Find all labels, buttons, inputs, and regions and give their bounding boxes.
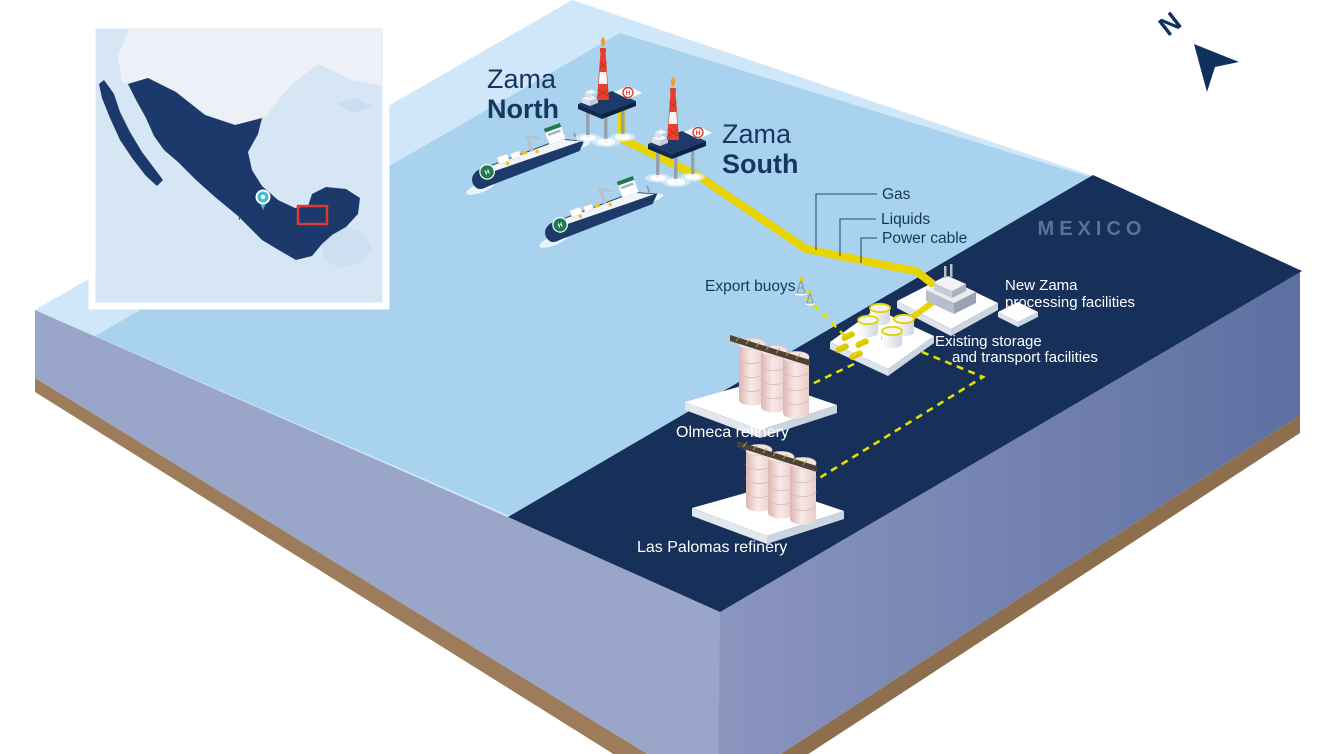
map-baja-peninsula — [99, 80, 163, 186]
map-cuba — [336, 98, 372, 113]
processing-facility-icon — [926, 264, 976, 314]
block-side-right — [718, 272, 1300, 754]
block-sides — [35, 272, 1300, 754]
route-to-export-buoys — [805, 296, 846, 337]
existing-storage-label-line1: Existing storage — [935, 333, 1042, 350]
liquids-label: Liquids — [881, 211, 930, 228]
compass-n-letter: N — [1153, 6, 1187, 42]
route-to-las-palomas — [794, 350, 986, 495]
mexico-city-label: Mexico City — [238, 211, 293, 223]
map-guatemala — [322, 227, 372, 268]
map-zama-area-highlight — [296, 204, 329, 226]
map-us-landmass — [118, 28, 383, 125]
olmeca-refinery-label: Olmeca refinery — [676, 424, 789, 441]
zama-south-line1: Zama — [722, 119, 792, 149]
country-label: MEXICO — [1038, 218, 1147, 240]
dashed-routes — [794, 296, 986, 495]
existing-storage-label-line2: and transport facilities — [952, 349, 1098, 366]
pipeline-leader-lines — [815, 193, 877, 263]
export-buoys-label: Export buoys — [705, 278, 796, 295]
new-zama-label-line2: processing facilities — [1005, 294, 1135, 311]
ocean-deep-surface — [95, 33, 1093, 516]
land-surface — [508, 175, 1302, 612]
gas-label: Gas — [882, 186, 911, 203]
zama-south-line2: South — [722, 149, 798, 179]
zama-north-label: Zama North — [487, 64, 559, 124]
compass-arrow — [1194, 44, 1239, 92]
north-compass-icon: N — [1153, 6, 1239, 92]
new-zama-label-line1: New Zama — [1005, 277, 1078, 294]
export-buoys-icon — [795, 276, 815, 306]
earth-layer-left — [35, 378, 648, 754]
las-palomas-refinery-label: Las Palomas refinery — [637, 539, 787, 556]
map-mexico-mainland — [128, 78, 360, 260]
zama-south-label: Zama South — [722, 119, 798, 179]
zama-north-line1: Zama — [487, 64, 557, 94]
block-side-left — [35, 310, 722, 754]
power-cable-label: Power cable — [882, 230, 967, 247]
mexico-city-pin-icon — [255, 189, 271, 210]
zama-north-line2: North — [487, 94, 559, 124]
earth-layer-right — [780, 415, 1300, 754]
inset-map: Mexico City — [88, 21, 390, 310]
route-to-olmeca — [811, 362, 855, 386]
